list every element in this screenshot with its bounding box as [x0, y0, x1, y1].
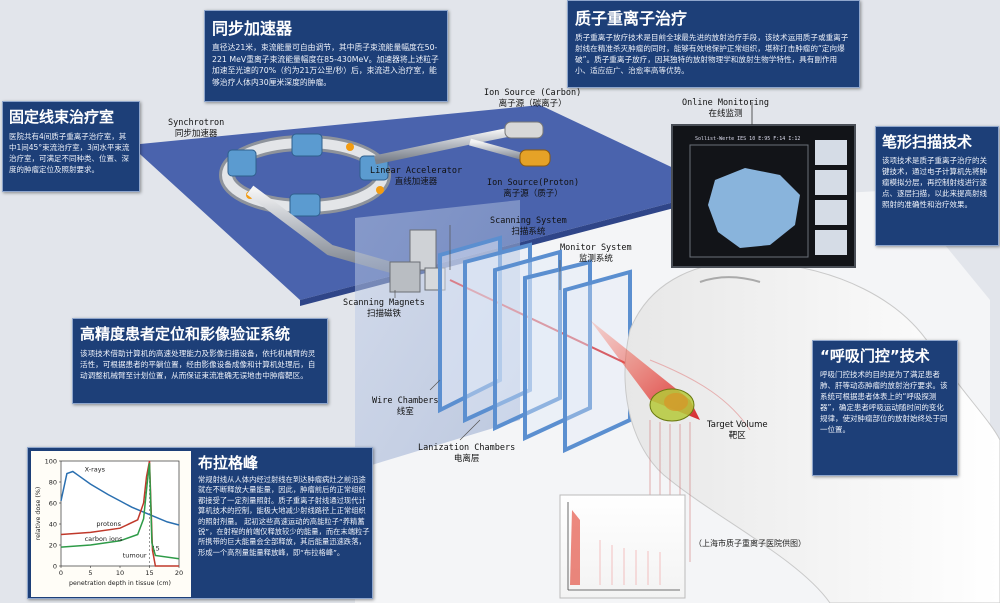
y-tick-label: 20 [49, 542, 57, 550]
label-monitor-zh: 监测系统 [578, 254, 613, 264]
synchrotron-text: 直径达21米，束流能量可自由调节，其中质子束流能量幅度在50-221 MeV重离… [212, 43, 439, 87]
patient-contour [649, 359, 751, 431]
label-leaders [394, 225, 561, 441]
label-online-en: Online Monitoring [682, 98, 769, 108]
respiratory-gating-title: “呼吸门控”技术 [820, 347, 930, 365]
series-line-x-rays [60, 470, 180, 526]
x-tick-label: 0 [59, 569, 63, 577]
label-ion-source-proton: Ion Source(Proton)离子源（质子） [487, 178, 579, 200]
pencil-scan-text: 该项技术是质子重离子治疗的关键技术，通过电子计算机先将肿瘤模拟分层，再控制射线进… [882, 156, 987, 209]
respiratory-gating-text: 呼吸门控技术的目的是为了满足患者肺、肝等动态肿瘤的放射治疗要求。该系统可根据患者… [820, 370, 948, 434]
y-tick-label: 100 [45, 458, 57, 466]
series-label-carbon-ions: carbon ions [85, 535, 123, 543]
label-synchrotron-en: Synchrotron [168, 118, 225, 128]
x-tick-label: 10 [116, 569, 124, 577]
x-tick-label: 15 [145, 569, 153, 577]
label-wire-en: Wire Chambers [372, 396, 439, 406]
label-wire-zh: 线室 [396, 407, 414, 417]
scan-spot-map [708, 168, 800, 248]
bragg-chart-panel: 0 20 40 60 80 100 0 5 10 15 20 penetration depth in… [31, 451, 191, 597]
carbon-ion-source [504, 121, 544, 139]
positioning-box: 高精度患者定位和影像验证系统 该项技术借助计算机的高速处理能力及影像扫描设备，依… [72, 318, 328, 404]
slice-thumb-1 [815, 140, 847, 165]
synchrotron-box: 同步加速器 直径达21米，束流能量可自由调节，其中质子束流能量幅度在50-221… [204, 10, 448, 102]
label-ion-proton-en: Ion Source(Proton) [487, 178, 580, 188]
linear-accelerator-pipe [374, 125, 521, 165]
accelerator-floor [130, 105, 720, 300]
label-target-en: Target Volume [707, 420, 768, 430]
patient-brow [699, 276, 761, 283]
slice-thumb-2 [815, 170, 847, 195]
particle-therapy-title: 质子重离子治疗 [575, 9, 688, 28]
fixed-beam-title: 固定线束治疗室 [9, 108, 115, 126]
series-line-carbon-ions [60, 463, 180, 560]
x-axis-label: penetration depth in tissue (cm) [69, 580, 171, 587]
x-tick-label: 5 [88, 569, 92, 577]
fixed-beam-text: 医院共有4间质子重离子治疗室，其中1间45°束流治疗室，3间水平束流治疗室，可满… [9, 132, 130, 174]
plot-area [60, 460, 180, 567]
label-scanning-zh: 扫描系统 [511, 227, 546, 237]
bragg-chart: 0 20 40 60 80 100 0 5 10 15 20 penetration depth in… [35, 458, 183, 588]
label-ion-source-carbon: Ion Source (Carbon)离子源（碳离子） [484, 88, 581, 110]
label-lani-zh: 电离层 [453, 454, 480, 464]
label-ion-carbon-en: Ion Source (Carbon) [484, 88, 582, 98]
proton-ion-source [519, 149, 551, 167]
monitor-header: Sollist-Werte IES 10 E:95 F:14 I:12 [695, 136, 800, 142]
pencil-scan-title: 笔形扫描技术 [882, 133, 973, 151]
particle-therapy-text: 质子重离子放疗技术是目前全球最先进的放射治疗手段，该技术运用质子或重离子射线在精… [575, 33, 849, 75]
series-label-protons: protons [96, 520, 121, 528]
fixed-beam-box: 固定线束治疗室 医院共有4间质子重离子治疗室，其中1间45°束流治疗室，3间水平… [2, 101, 140, 192]
series-line-protons [60, 460, 179, 567]
respiratory-gating-box: “呼吸门控”技术 呼吸门控技术的目的是为了满足患者肺、肝等动态肿瘤的放射治疗要求… [812, 340, 958, 476]
label-ion-carbon-zh: 离子源（碳离子） [498, 99, 567, 109]
positioning-title: 高精度患者定位和影像验证系统 [80, 325, 291, 343]
peak-depth-annotation: 15 [152, 544, 160, 552]
bragg-peak-box: 0 20 40 60 80 100 0 5 10 15 20 penetration depth in… [27, 447, 373, 599]
particle-therapy-box: 质子重离子治疗 质子重离子放疗技术是目前全球最先进的放射治疗手段，该技术运用质子… [567, 0, 860, 88]
y-tick-label: 40 [49, 521, 57, 529]
slice-thumb-4 [815, 230, 847, 255]
label-magnets-zh: 扫描磁铁 [366, 309, 401, 319]
online-monitoring-screen: Sollist-Werte IES 10 E:95 F:14 I:12 [671, 124, 856, 268]
synchrotron-ring [219, 133, 391, 217]
tumour-annotation: tumour [123, 552, 147, 560]
label-target-zh: 靶区 [728, 431, 746, 441]
pencil-scan-box: 笔形扫描技术 该项技术是质子重离子治疗的关键技术，通过电子计算机先将肿瘤模拟分层… [875, 126, 999, 246]
label-scanning-en: Scanning System [490, 216, 567, 226]
label-lani-en: Lanization Chambers [418, 443, 516, 453]
label-synchrotron-zh: 同步加速器 [174, 129, 218, 139]
synchrotron-title: 同步加速器 [212, 19, 293, 38]
y-tick-label: 60 [49, 500, 57, 508]
label-linac-en: Linear Accelerator [370, 166, 463, 176]
label-ion-proton-zh: 离子源（质子） [503, 189, 563, 199]
target-volume [649, 388, 695, 422]
dose-depth-inset [559, 494, 686, 599]
slice-thumb-3 [815, 200, 847, 225]
label-monitor-en: Monitor System [560, 243, 632, 253]
label-magnets-en: Scanning Magnets [343, 298, 425, 308]
chamber-frames [438, 235, 632, 454]
label-linac-zh: 直线加速器 [394, 177, 438, 187]
x-tick-label: 20 [175, 569, 183, 577]
bragg-text-col: 布拉格峰 常规射线从人体内经过射线在到达肿瘤病灶之前沿途就在不断释放大量能量，因… [198, 452, 370, 558]
series-label-x-rays: X-rays [85, 466, 106, 474]
y-axis-label: relative dose (%) [35, 487, 42, 541]
bragg-title: 布拉格峰 [198, 454, 259, 472]
positioning-text: 该项技术借助计算机的高速处理能力及影像扫描设备，依托机械臂的灵活性，可根据患者的… [80, 349, 316, 380]
label-online-zh: 在线监测 [708, 109, 743, 119]
y-tick-label: 0 [53, 563, 57, 571]
image-credit: （上海市质子重离子医院供图） [694, 539, 806, 548]
bragg-text: 常规射线从人体内经过射线在到达肿瘤病灶之前沿途就在不断释放大量能量，因此，肿瘤前… [198, 475, 370, 557]
y-tick-label: 80 [49, 479, 57, 487]
